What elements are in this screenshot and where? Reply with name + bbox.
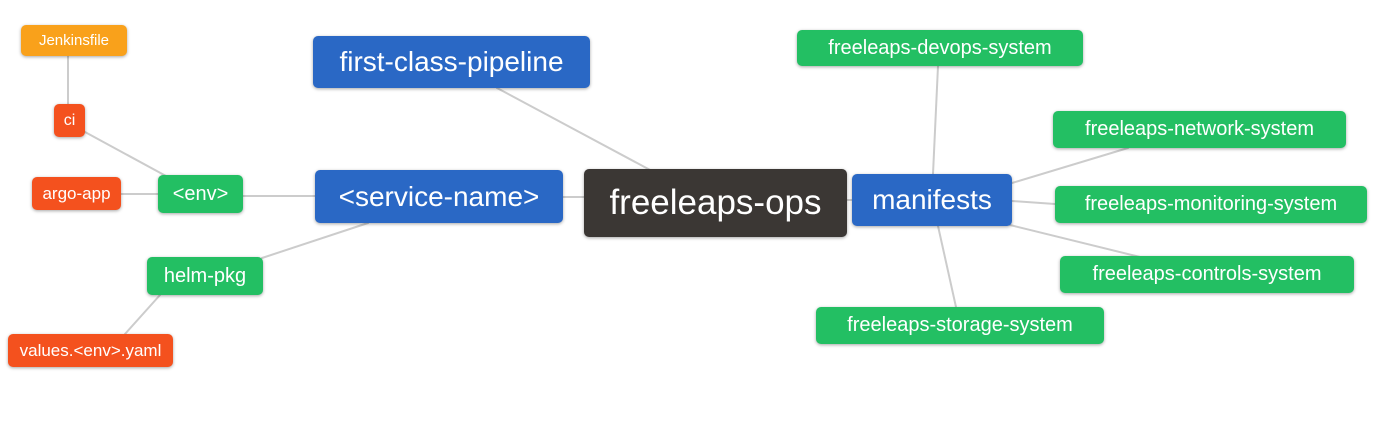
node-freeleaps-ops[interactable]: freeleaps-ops <box>584 169 847 237</box>
node-first-class-pipeline[interactable]: first-class-pipeline <box>313 36 590 88</box>
edge-manifests--freeleaps-storage-system <box>937 225 957 308</box>
edge-manifests--freeleaps-monitoring-system <box>1011 200 1056 205</box>
node-freeleaps-monitoring-system[interactable]: freeleaps-monitoring-system <box>1055 186 1367 223</box>
node-manifests[interactable]: manifests <box>852 174 1012 226</box>
node-env[interactable]: <env> <box>158 175 243 213</box>
node-freeleaps-controls-system[interactable]: freeleaps-controls-system <box>1060 256 1354 293</box>
node-ci[interactable]: ci <box>54 104 85 137</box>
edge-first-class-pipeline--freeleaps-ops <box>496 87 653 172</box>
node-helm-pkg[interactable]: helm-pkg <box>147 257 263 295</box>
node-freeleaps-storage-system[interactable]: freeleaps-storage-system <box>816 307 1104 344</box>
edge-manifests--freeleaps-network-system <box>1011 147 1129 184</box>
edge-manifests--freeleaps-devops-system <box>932 65 939 175</box>
node-service-name[interactable]: <service-name> <box>315 170 563 223</box>
edge-helm-pkg--values-env-yaml <box>124 294 161 335</box>
edge-service-name--helm-pkg <box>261 222 369 259</box>
node-values-env-yaml[interactable]: values.<env>.yaml <box>8 334 173 367</box>
node-freeleaps-devops-system[interactable]: freeleaps-devops-system <box>797 30 1083 66</box>
edge-manifests--freeleaps-controls-system <box>1009 224 1141 258</box>
node-jenkinsfile[interactable]: Jenkinsfile <box>21 25 127 56</box>
node-argo-app[interactable]: argo-app <box>32 177 121 210</box>
edge-ci--env <box>84 131 167 177</box>
node-freeleaps-network-system[interactable]: freeleaps-network-system <box>1053 111 1346 148</box>
